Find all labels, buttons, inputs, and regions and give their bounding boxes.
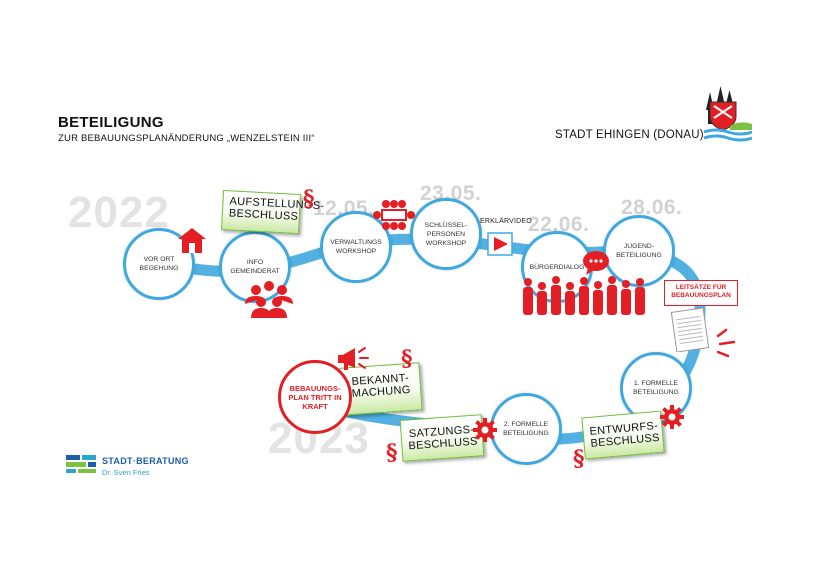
paragraph-icon: §	[401, 346, 413, 372]
city-emblem-icon	[703, 86, 752, 142]
date-label: 28.06.	[621, 196, 683, 219]
step-verwaltungsworkshop: VERWALTUNGS WORKSHOP	[320, 211, 392, 283]
group-people-icon	[245, 281, 293, 318]
gear-icon	[660, 405, 684, 429]
step-schluesselpersonen-workshop: SCHLÜSSEL- PERSONEN WORKSHOP	[410, 198, 482, 270]
page-subtitle: ZUR BEBAUUNGSPLANÄNDERUNG „WENZELSTEIN I…	[58, 133, 315, 144]
play-video-icon	[487, 232, 513, 256]
workshop-table-icon	[373, 200, 415, 230]
paragraph-icon: §	[386, 440, 398, 466]
city-name: STADT EHINGEN (DONAU)	[555, 129, 704, 141]
speech-bubble-icon	[583, 251, 609, 275]
document-list-icon	[670, 308, 710, 352]
box-aufstellungsbeschluss: AUFSTELLUNGS- BESCHLUSS	[221, 189, 325, 235]
paragraph-icon: §	[573, 446, 585, 472]
crowd-icon	[523, 276, 645, 315]
step-formelle-beteiligung-2: 2. FORMELLE BETEILIGUNG	[490, 393, 562, 465]
stadtberatung-logo-icon	[66, 455, 96, 473]
house-icon	[178, 228, 206, 253]
leitsaetze-label: LEITSÄTZE FÜR BEBAUUNGSPLAN	[664, 280, 738, 306]
date-label: 22.06.	[528, 213, 590, 236]
megaphone-icon	[338, 347, 369, 370]
final-plan-in-force: BEBAUUNGS- PLAN TRITT IN KRAFT	[278, 360, 352, 434]
step-jugendbeteiligung: JUGEND- BETEILIGUNG	[603, 215, 675, 287]
page-title: BETEILIGUNG	[58, 114, 164, 131]
gear-icon	[473, 418, 497, 442]
stadtberatung-logo-subtitle: Dr. Sven Fries	[102, 468, 150, 477]
stadtberatung-logo-title: STADT·BERATUNG	[102, 456, 189, 466]
paragraph-icon: §	[303, 186, 315, 212]
highlight-burst-icon	[716, 328, 736, 358]
erklaervideo-label: ERKLÄRVIDEO	[480, 218, 532, 225]
box-entwurfsbeschluss: ENTWURFS- BESCHLUSS	[581, 410, 665, 460]
